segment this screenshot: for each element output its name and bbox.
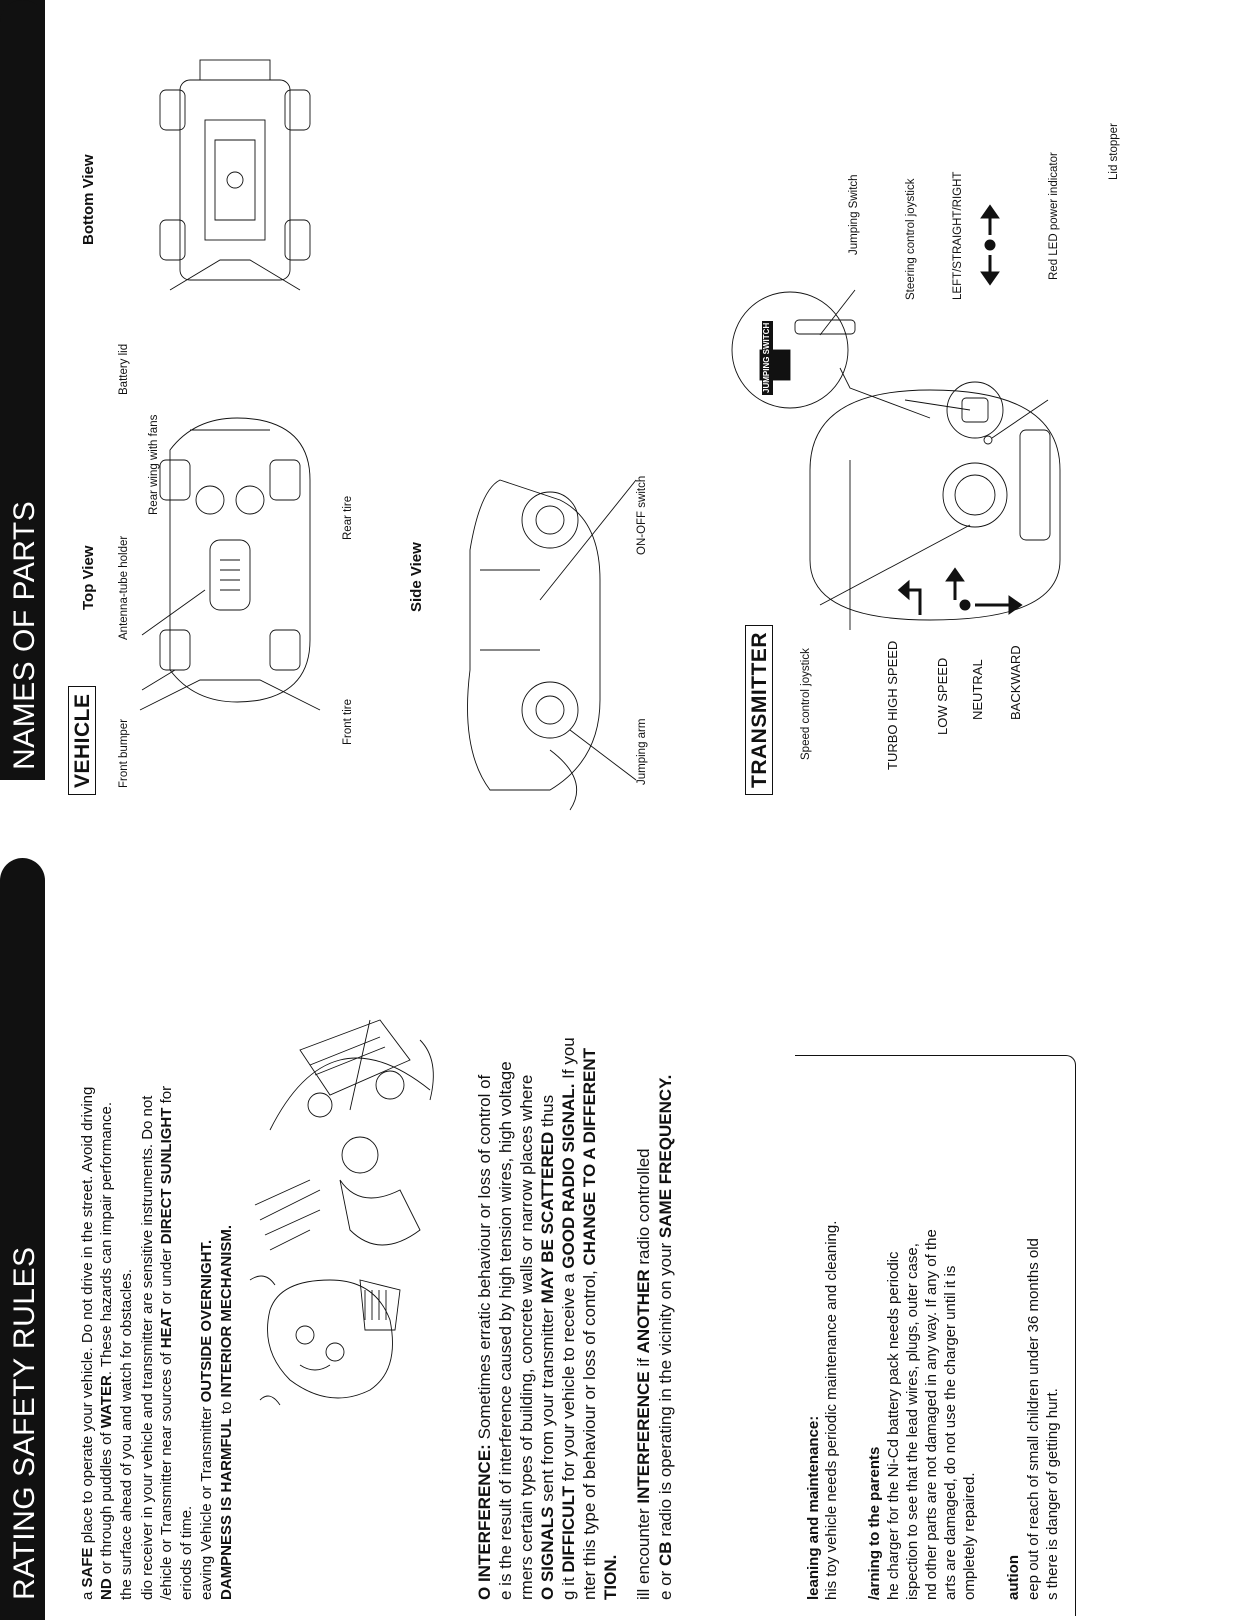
para1-line-6: eaving Vehicle or Transmitter OUTSIDE OV… bbox=[198, 1239, 215, 1600]
para2-line-4: g it DIFFICULT for your vehicle to recei… bbox=[559, 1037, 578, 1600]
para1-line-2: the surface ahead of you and watch for o… bbox=[118, 1268, 135, 1600]
maintenance-box bbox=[795, 1055, 1076, 1616]
para1-line-7: DAMPNESS IS HARMFUL to INTERIOR MECHANIS… bbox=[218, 1224, 235, 1600]
label-jumping-arm: Jumping arm bbox=[636, 718, 648, 785]
vehicle-heading: VEHICLE bbox=[68, 686, 96, 795]
names-of-parts-header-cap bbox=[0, 0, 45, 60]
names-of-parts-header-bar bbox=[0, 0, 45, 780]
para2-line-6: TION. bbox=[601, 1554, 620, 1600]
jumping-switch-badge: JUMPING SWITCH bbox=[762, 320, 773, 395]
top-view-title: Top View bbox=[80, 545, 97, 610]
steering-direction-arrows bbox=[980, 204, 1000, 286]
speed-direction-arrows bbox=[897, 567, 1023, 615]
warning-line-2: nd other parts are not damaged in any wa… bbox=[923, 1229, 940, 1600]
para3-line-0: ill encounter INTERFERENCE if ANOTHER ra… bbox=[634, 1148, 653, 1600]
label-neutral: NEUTRAL bbox=[970, 659, 985, 720]
safety-rules-title: RATING SAFETY RULES bbox=[8, 1246, 41, 1600]
warning-title: /arning to the parents bbox=[866, 1446, 883, 1600]
label-red-led: Red LED power indicator bbox=[1048, 152, 1060, 280]
names-of-parts-title: NAMES OF PARTS bbox=[8, 500, 41, 770]
para1-line-4: /ehicle or Transmitter near sources of H… bbox=[158, 1085, 175, 1600]
rain-illustration bbox=[249, 1019, 434, 1406]
para2-line-2: rmers certain types of building, concret… bbox=[517, 1074, 536, 1600]
label-low-speed: LOW SPEED bbox=[935, 657, 950, 735]
vehicle-side-view bbox=[467, 479, 637, 811]
para2-line-1: e is the result of interference caused b… bbox=[496, 1061, 515, 1600]
safety-rules-header-bar bbox=[0, 1230, 45, 1620]
para2-line-3: O SIGNALS sent from your transmitter MAY… bbox=[538, 1094, 557, 1600]
label-on-off: ON-OFF switch bbox=[636, 475, 648, 555]
caution-title: aution bbox=[1005, 1555, 1022, 1600]
cleaning-text: his toy vehicle needs periodic maintenan… bbox=[823, 1220, 840, 1600]
para1-line-5: eriods of time. bbox=[178, 1505, 195, 1600]
label-backward: BACKWARD bbox=[1008, 645, 1023, 720]
para2-line-0: O INTERFERENCE: Sometimes erratic behavi… bbox=[475, 1074, 494, 1600]
para1-line-1: ND or through puddles of WATER. These ha… bbox=[98, 1101, 115, 1600]
warning-line-3: arts are damaged, do not use the charger… bbox=[942, 1265, 959, 1600]
label-speed-joystick: Speed control joystick bbox=[800, 648, 812, 760]
vehicle-top-view bbox=[139, 417, 321, 711]
label-turbo: TURBO HIGH SPEED bbox=[885, 640, 900, 770]
side-view-title: Side View bbox=[408, 542, 425, 612]
para1-line-3: dio receiver in your vehicle and transmi… bbox=[139, 1095, 156, 1600]
warning-line-4: ompletely repaired. bbox=[961, 1472, 978, 1600]
label-jumping-switch: Jumping Switch bbox=[848, 174, 860, 255]
label-battery-lid: Battery lid bbox=[118, 343, 130, 395]
para1-line-0: a SAFE place to operate your vehicle. Do… bbox=[79, 1086, 96, 1600]
caution-line-0: eep out of reach of small children under… bbox=[1025, 1238, 1042, 1600]
cleaning-title: leaning and maintenance: bbox=[805, 1415, 822, 1600]
safety-rules-header-cap bbox=[0, 858, 45, 1258]
caution-line-1: s there is danger of getting hurt. bbox=[1044, 1388, 1061, 1600]
bottom-view-title: Bottom View bbox=[80, 154, 97, 245]
transmitter-heading: TRANSMITTER bbox=[745, 625, 773, 795]
warning-line-1: ispection to see that the lead wires, pl… bbox=[904, 1243, 921, 1600]
label-lid-stopper: Lid stopper bbox=[1108, 123, 1120, 180]
warning-line-0: he charger for the Ni-Cd battery pack ne… bbox=[885, 1251, 902, 1600]
para2-line-5: nter this type of behaviour or loss of c… bbox=[580, 1047, 599, 1600]
para3-line-1: e or CB radio is operating in the vicini… bbox=[656, 1074, 675, 1600]
vehicle-bottom-view bbox=[159, 59, 311, 291]
